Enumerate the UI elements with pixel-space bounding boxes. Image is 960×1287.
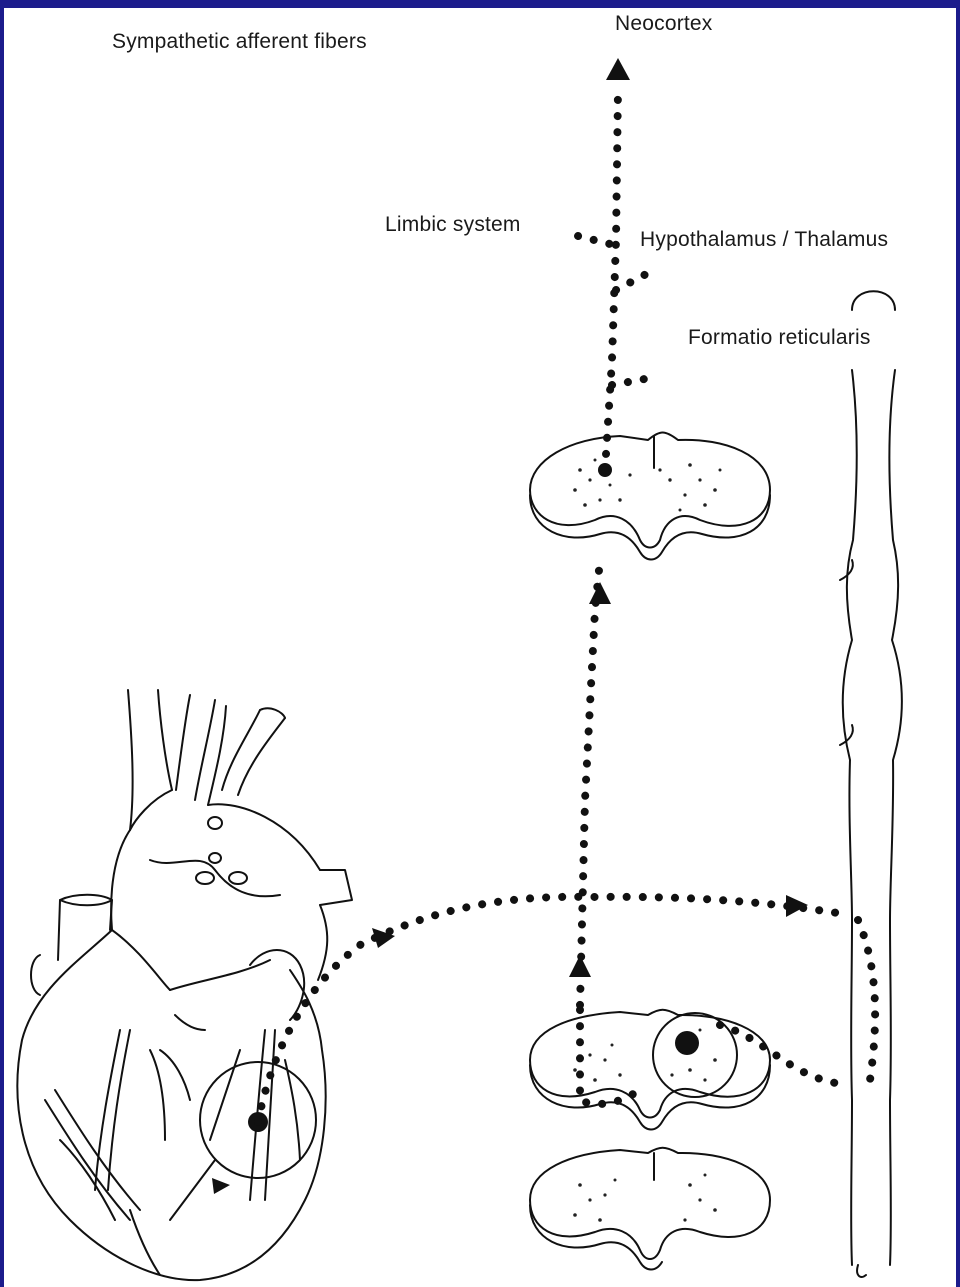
arrow-neocortex <box>606 58 630 80</box>
arrow-heart-small <box>212 1178 230 1194</box>
formatio-reticularis-label: Formatio reticularis <box>688 326 871 350</box>
sympathetic-afferent-label: Sympathetic afferent fibers <box>112 30 367 54</box>
hypothalamus-thalamus-label: Hypothalamus / Thalamus <box>640 228 888 252</box>
afferent-arc-path <box>258 897 850 1122</box>
dorsal-horn-synapse <box>675 1031 699 1055</box>
spinal-segment-lower <box>530 1148 770 1270</box>
arrow-arc-right <box>786 895 808 917</box>
neocortex-label: Neocortex <box>615 12 713 36</box>
ascending-tract-upper <box>605 90 618 470</box>
ascending-tract-lower <box>580 560 600 1005</box>
arrow-ascending-lower <box>569 955 591 977</box>
limbic-system-label: Limbic system <box>385 213 521 237</box>
reticular-column-dots <box>858 920 875 1080</box>
reticular-branch <box>612 378 650 385</box>
arrow-ascending-upper <box>589 582 611 604</box>
heart-illustration <box>17 690 352 1280</box>
gray-matter-speckles <box>573 459 721 1222</box>
reticular-column <box>840 291 902 1277</box>
dorsal-to-reticular-path <box>720 1025 850 1085</box>
hypothalamus-branch <box>616 272 650 290</box>
spinal-segment-upper <box>530 433 770 560</box>
limbic-branch <box>578 236 610 244</box>
